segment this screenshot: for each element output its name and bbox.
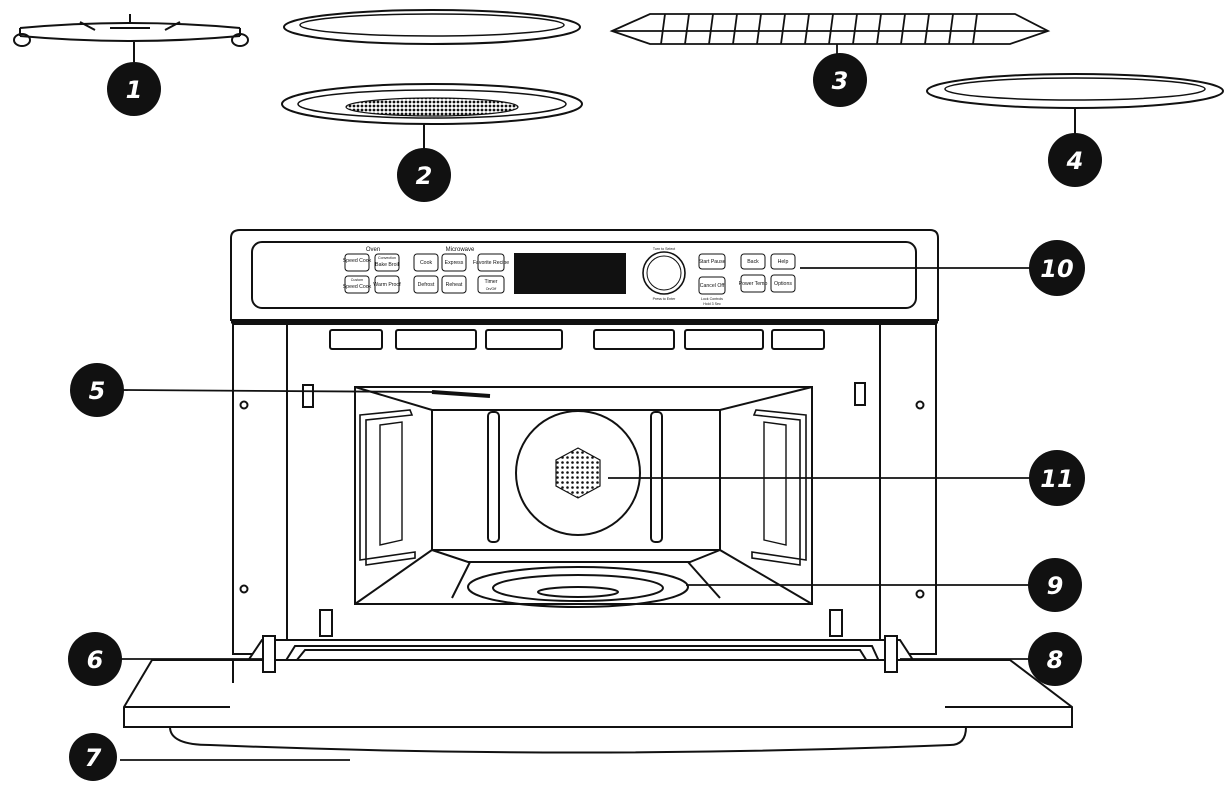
timer-label: Timer (484, 279, 497, 285)
rack-bar (756, 13, 762, 45)
accessory-wire-rack (609, 13, 1051, 58)
options-label: Options (774, 281, 792, 287)
callout-10: 10 (1029, 240, 1085, 296)
bake-broil-label: Bake Broil (375, 262, 399, 268)
microwave-header: Microwave (446, 247, 475, 253)
accessory-turntable-support (13, 14, 249, 62)
cook-label: Cook (420, 260, 433, 266)
warm-proof-label: Warm Proof (373, 282, 401, 288)
rack-bar (924, 13, 930, 45)
defrost-button[interactable] (413, 275, 439, 294)
rack-bar (876, 13, 882, 45)
callout-5-label: 5 (89, 377, 106, 405)
leader-lines (120, 267, 1030, 761)
callout-6: 6 (68, 632, 122, 686)
power-temp-label: Power Temp (739, 281, 768, 287)
convection-small-label: Convection (378, 256, 396, 260)
callout-5: 5 (70, 363, 124, 417)
control-panel: Oven Microwave Turn to Select Press to E… (343, 247, 796, 306)
rack-bar (732, 13, 738, 45)
display-screen (514, 253, 626, 294)
defrost-label: Defrost (418, 282, 435, 288)
oven-door (123, 609, 1073, 754)
reheat-button[interactable] (441, 275, 467, 294)
oven-header: Oven (366, 247, 380, 253)
callout-2: 2 (397, 148, 451, 202)
custom-small-label: Custom (351, 278, 363, 282)
help-button[interactable] (770, 253, 796, 270)
rack-bar (900, 13, 906, 45)
express-label: Express (445, 260, 464, 266)
speed-cook-label: Speed Cook (343, 258, 372, 264)
convection-bake-broil-button[interactable] (374, 253, 400, 272)
options-button[interactable] (770, 274, 796, 293)
accessory-tray (283, 9, 581, 45)
rack-bar (948, 13, 954, 45)
callout-9: 9 (1028, 558, 1082, 612)
callout-6-label: 6 (87, 646, 104, 674)
callout-8: 8 (1028, 632, 1082, 686)
callout-11-label: 11 (1040, 465, 1073, 493)
rack-bar (684, 13, 690, 45)
callout-1-label: 1 (126, 76, 143, 104)
back-label: Back (747, 259, 759, 265)
lock-hold-label: Hold 3 Sec (703, 302, 721, 306)
start-pause-button[interactable] (698, 253, 726, 270)
accessory-turntable (926, 73, 1224, 136)
select-dial[interactable] (642, 251, 686, 295)
reheat-label: Reheat (446, 282, 463, 288)
rack-bar (828, 13, 834, 45)
callout-4-label: 4 (1066, 147, 1084, 175)
callout-9-label: 9 (1047, 572, 1064, 600)
callout-badges: 1 2 3 4 5 6 7 8 9 10 11 (68, 53, 1102, 781)
callout-7-label: 7 (85, 744, 102, 772)
rack-bar (804, 13, 810, 45)
custom-speed-cook-label: Speed Cook (343, 284, 372, 290)
rack-bar (780, 13, 786, 45)
callout-10-label: 10 (1040, 255, 1073, 283)
callout-3-label: 3 (832, 67, 849, 95)
callout-4: 4 (1048, 133, 1102, 187)
power-temp-button[interactable] (740, 274, 766, 293)
lock-controls-label: Lock Controls (701, 297, 723, 301)
oven-cavity (354, 386, 813, 608)
callout-1: 1 (107, 62, 161, 116)
cook-button[interactable] (413, 253, 439, 272)
callout-11: 11 (1029, 450, 1085, 506)
help-label: Help (778, 259, 789, 265)
callout-2-label: 2 (416, 162, 433, 190)
warm-proof-button[interactable] (374, 275, 400, 294)
rack-bar (660, 13, 666, 45)
rack-bar (852, 13, 858, 45)
timer-button[interactable] (477, 275, 505, 294)
callout-3: 3 (813, 53, 867, 107)
back-button[interactable] (740, 253, 766, 270)
custom-speed-cook-button[interactable] (344, 275, 370, 294)
favorite-recipe-button[interactable] (477, 253, 505, 272)
cancel-off-button[interactable] (698, 276, 726, 295)
speed-cook-button[interactable] (344, 253, 370, 272)
start-pause-label: Start Pause (698, 259, 725, 265)
callout-8-label: 8 (1047, 646, 1064, 674)
dial-bottom-label: Press to Enter (653, 297, 677, 301)
callout-7: 7 (69, 733, 117, 781)
accessory-crisper-pan (281, 83, 583, 150)
rack-bar (708, 13, 714, 45)
dial-top-label: Turn to Select (653, 247, 675, 251)
rack-bar (972, 13, 978, 45)
cancel-off-label: Cancel Off (700, 283, 725, 289)
favorite-recipe-label: Favorite Recipe (473, 260, 509, 266)
express-button[interactable] (441, 253, 467, 272)
timer-small-label: On/Off (486, 287, 497, 291)
